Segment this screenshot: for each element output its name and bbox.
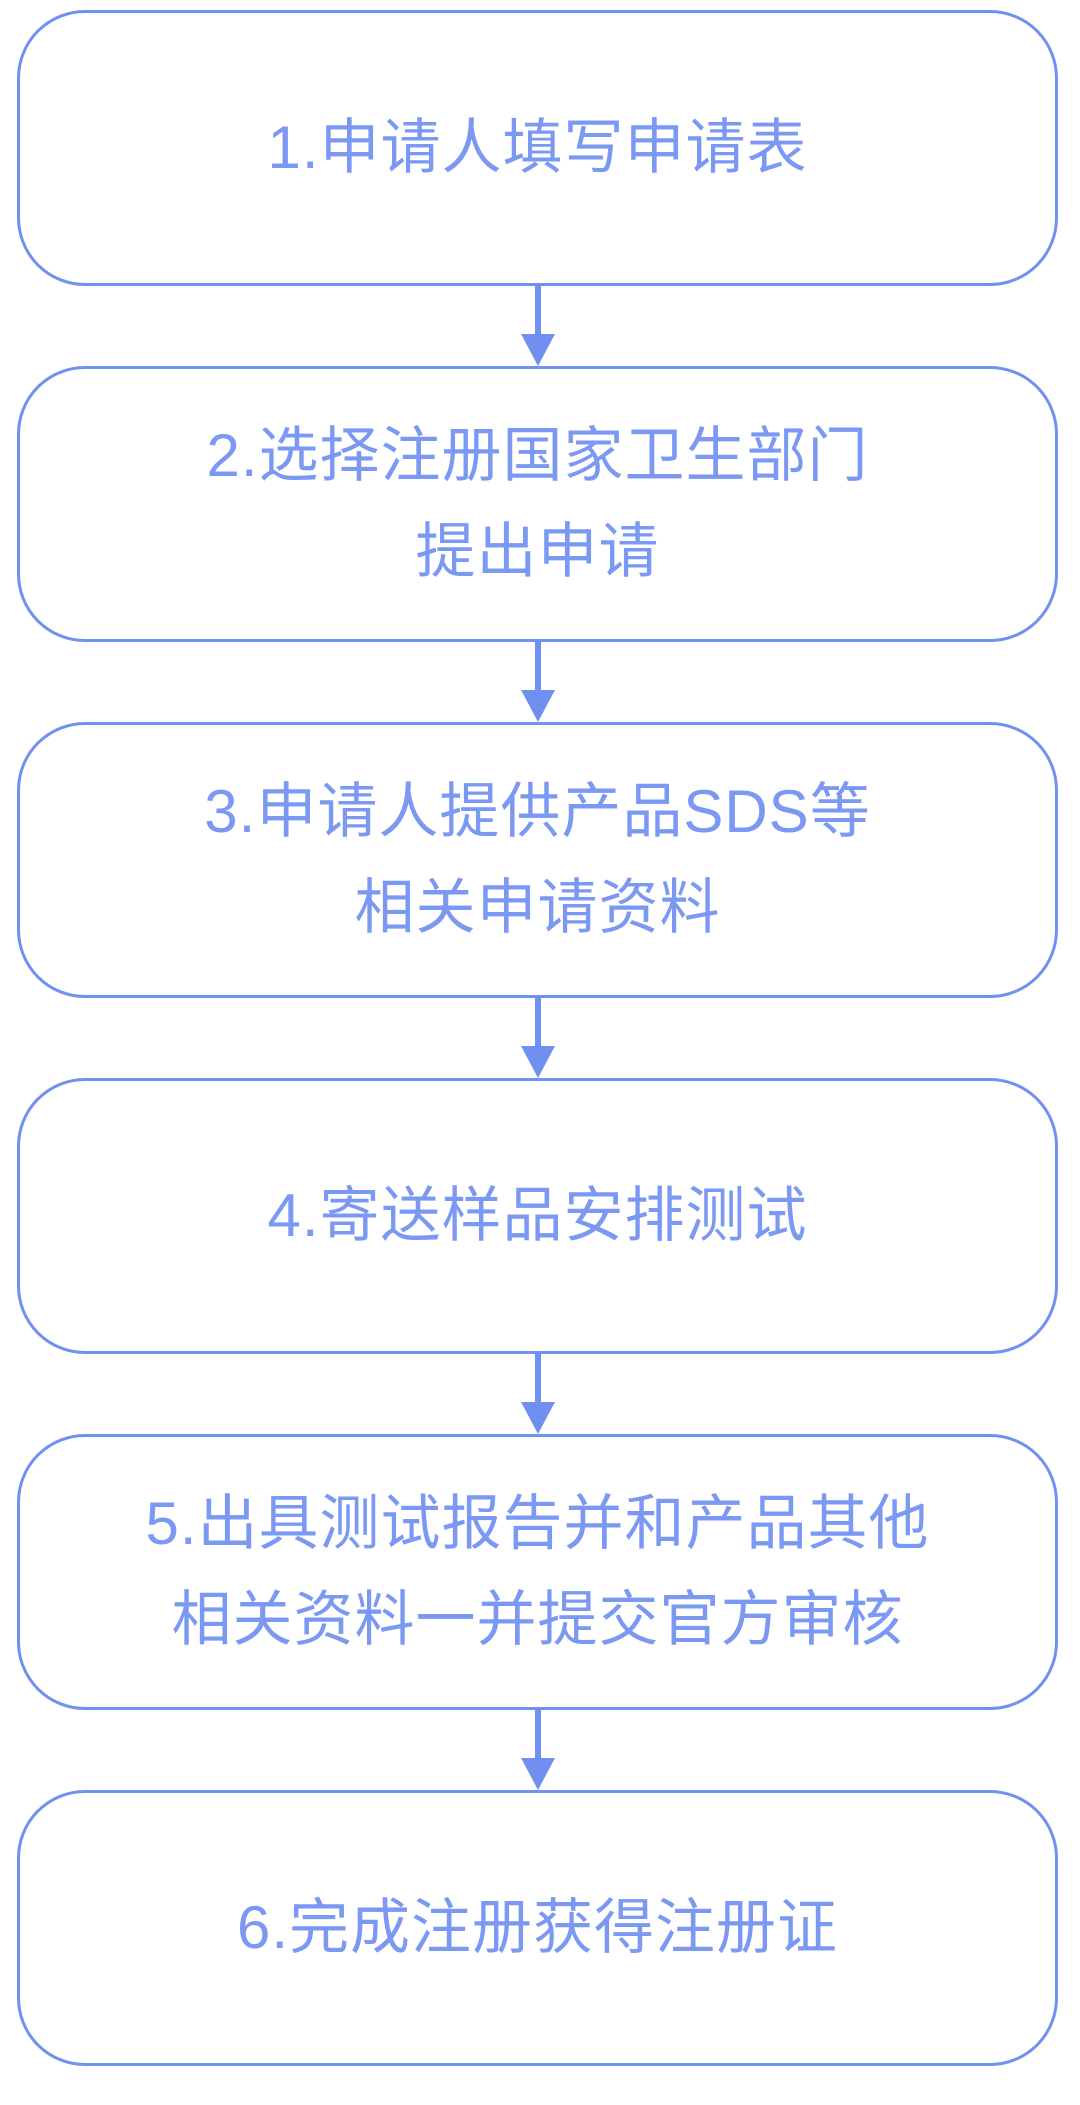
step-3-text-line-1: 3.申请人提供产品SDS等 [204,778,871,845]
arrow-down-icon [520,1758,555,1790]
flow-connector-4-5 [17,1354,1058,1434]
flow-connector-2-3 [17,642,1058,722]
arrow-stem [534,642,541,690]
arrow-down-icon [520,690,555,722]
step-3-text-line-2: 相关申请资料 [354,874,721,941]
arrow-down-icon [520,334,555,366]
step-2-text-line-2: 提出申请 [415,518,660,585]
flow-connector-3-4 [17,998,1058,1078]
arrow-down-icon [520,1402,555,1434]
step-6-text: 6.完成注册获得注册证 [236,1894,839,1961]
arrow-stem [534,1710,541,1758]
flow-step-2: 2.选择注册国家卫生部门 提出申请 [17,366,1058,642]
flow-step-5: 5.出具测试报告并和产品其他 相关资料一并提交官方审核 [17,1434,1058,1710]
flow-connector-1-2 [17,286,1058,366]
flow-step-3: 3.申请人提供产品SDS等 相关申请资料 [17,722,1058,998]
flow-step-1: 1.申请人填写申请表 [17,10,1058,286]
step-1-text: 1.申请人填写申请表 [267,114,808,181]
step-4-text: 4.寄送样品安排测试 [267,1182,808,1249]
flow-step-4: 4.寄送样品安排测试 [17,1078,1058,1354]
arrow-stem [534,1354,541,1402]
registration-flowchart: 1.申请人填写申请表 2.选择注册国家卫生部门 提出申请 3.申请人提供产品SD… [17,10,1058,2066]
arrow-stem [534,998,541,1046]
step-5-text-line-1: 5.出具测试报告并和产品其他 [145,1490,930,1557]
arrow-stem [534,286,541,334]
flow-step-6: 6.完成注册获得注册证 [17,1790,1058,2066]
step-2-text-line-1: 2.选择注册国家卫生部门 [206,422,869,489]
flow-connector-5-6 [17,1710,1058,1790]
step-5-text-line-2: 相关资料一并提交官方审核 [171,1586,904,1653]
arrow-down-icon [520,1046,555,1078]
